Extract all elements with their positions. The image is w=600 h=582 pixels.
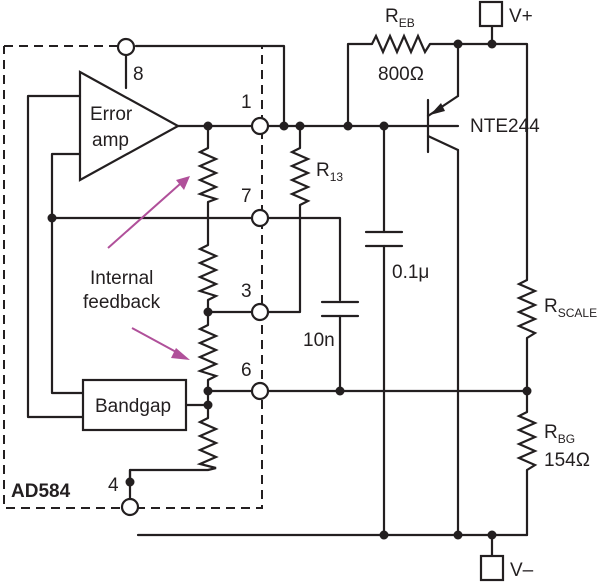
pin-7-circle <box>250 208 270 228</box>
pin-3-label: 3 <box>241 281 252 302</box>
internal-resistor-3 <box>196 324 219 381</box>
bandgap-label: Bandgap <box>95 396 171 417</box>
annotation-line1: Internal <box>90 268 153 289</box>
chip-name-label: AD584 <box>11 481 71 502</box>
external-wiring <box>136 24 529 558</box>
r-bg-sub: BG <box>558 432 575 446</box>
vminus-label: V– <box>510 560 534 581</box>
internal-resistor-2 <box>196 244 219 301</box>
r13-name: R <box>316 160 330 181</box>
internal-wiring <box>26 44 529 507</box>
pin-7-label: 7 <box>241 186 252 207</box>
pin-6-circle <box>250 381 270 401</box>
r-bg-name: R <box>544 422 558 443</box>
capacitor-0p1u <box>364 230 404 248</box>
r-scale-sub: SCALE <box>558 306 597 320</box>
r-scale-label: RSCALE <box>544 296 597 320</box>
nte244-transistor <box>426 94 460 154</box>
internal-feedback-arrows <box>107 176 190 360</box>
r-bg-resistor <box>516 411 538 471</box>
pin-3-circle <box>250 302 270 322</box>
r-scale-resistor <box>516 279 538 339</box>
r-bg-label: RBG <box>544 422 575 446</box>
pin-1-circle <box>250 116 270 136</box>
vplus-label: V+ <box>509 6 533 27</box>
r-eb-sub: EB <box>399 16 415 30</box>
capacitor-10n <box>320 300 360 318</box>
c-10n-label: 10n <box>303 330 335 351</box>
r-eb-name: R <box>385 6 399 27</box>
pin-4-label: 4 <box>108 475 119 496</box>
internal-resistor-1 <box>196 147 220 204</box>
pin-4-circle <box>120 497 140 517</box>
vplus-terminal <box>478 0 504 28</box>
r-eb-label: REB <box>385 6 415 30</box>
annotation-line2: feedback <box>83 292 161 313</box>
pin-8-circle <box>116 37 136 57</box>
vminus-terminal <box>479 554 505 582</box>
r13-label: R13 <box>316 160 343 184</box>
error-amp-triangle <box>78 70 181 182</box>
r13-sub: 13 <box>330 170 344 184</box>
pin-6-label: 6 <box>241 360 252 381</box>
emitter-arrow <box>430 103 445 115</box>
c-0p1u-label: 0.1μ <box>392 262 429 283</box>
r-eb-value: 800Ω <box>378 64 424 85</box>
r-bg-value: 154Ω <box>544 450 590 471</box>
r-scale-name: R <box>544 296 558 317</box>
r-eb-resistor <box>371 33 431 55</box>
error-amp-label-line1: Error <box>90 104 133 125</box>
transistor-label: NTE244 <box>470 116 540 137</box>
internal-resistor-4 <box>196 417 219 472</box>
junction-dots <box>47 39 532 540</box>
error-amp-label-line2: amp <box>92 130 129 151</box>
r13-resistor <box>289 147 311 206</box>
pin-8-label: 8 <box>133 64 144 85</box>
pin-1-label: 1 <box>241 92 252 113</box>
